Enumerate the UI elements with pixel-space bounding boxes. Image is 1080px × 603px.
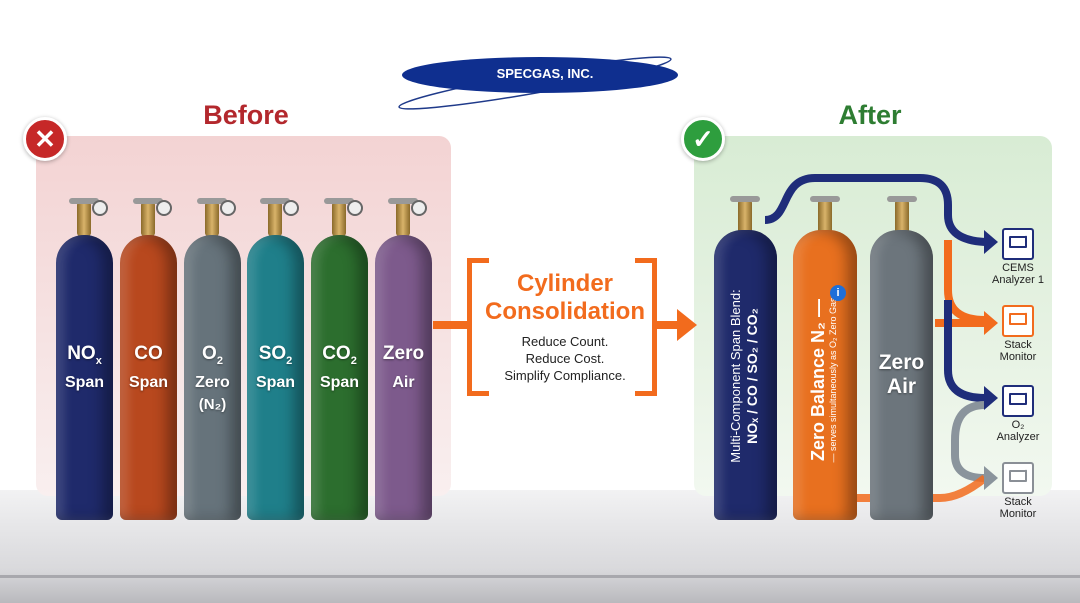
check-icon: ✓ [681, 117, 725, 161]
cylinder-label: (N₂) [198, 395, 227, 413]
cylinder-label: CO [134, 343, 163, 364]
device-label: O₂ [1011, 419, 1025, 431]
valve [388, 198, 418, 236]
middle-line: Reduce Cost. [525, 351, 605, 366]
device-label: Analyzer [996, 431, 1040, 443]
cylinder-label: NO [67, 343, 96, 364]
valve [69, 198, 99, 236]
cylinder-label: CO [322, 343, 351, 364]
specgas-logo [398, 56, 678, 110]
cylinder-label: SO [258, 343, 287, 364]
cylinder-label: Span [128, 373, 169, 391]
input-arrow-line [433, 321, 467, 329]
device-label: Stack [1004, 496, 1032, 508]
gauge [220, 200, 236, 216]
valve [810, 196, 840, 234]
analyzer-device-icon[interactable] [1002, 305, 1034, 337]
device-label: Analyzer 1 [992, 274, 1044, 286]
middle-title-2: Consolidation [485, 298, 645, 325]
cylinder-zero-n2: Zero Balance N₂ — — serves simultaneousl… [793, 230, 857, 520]
valve [887, 196, 917, 234]
analyzer-device-icon[interactable] [1002, 228, 1034, 260]
cylinder: O2 Zero (N₂) [184, 235, 241, 520]
x-icon: ✕ [23, 117, 67, 161]
valve [197, 198, 227, 236]
right-bracket [635, 258, 657, 396]
valve [133, 198, 163, 236]
device-label: CEMS [1002, 262, 1034, 274]
info-icon[interactable]: i [830, 285, 846, 301]
cylinder: CO2 Span [311, 235, 368, 520]
analyzer-device-icon[interactable] [1002, 462, 1034, 494]
cylinder-span-blend: Multi-Component Span Blend: NOₓ / CO / S… [714, 230, 777, 520]
device-label: Monitor [999, 351, 1037, 363]
gauge [283, 200, 299, 216]
after-title: After [838, 100, 902, 130]
cylinder-label: Air [392, 373, 415, 391]
cylinder: Zero Air [375, 235, 432, 520]
valve [324, 198, 354, 236]
cylinder: SO2 Span [247, 235, 304, 520]
cylinder: CO Span [120, 235, 177, 520]
logo-text: SPECGAS, INC. [496, 66, 594, 81]
cylinder-label: Air [886, 375, 917, 398]
cylinder-subscript: 2 [286, 354, 293, 367]
middle-title-1: Cylinder [516, 270, 614, 297]
arrow-right-icon [657, 309, 697, 341]
cylinder-label: NOₓ / CO / SO₂ / CO₂ [744, 308, 760, 444]
cylinder-label: O [202, 343, 217, 364]
valve [730, 196, 760, 234]
gauge [92, 200, 108, 216]
cylinder-subscript: 2 [216, 354, 223, 367]
cylinder-subscript: x [95, 354, 102, 367]
valve [260, 198, 290, 236]
gauge [347, 200, 363, 216]
before-title: Before [203, 100, 289, 130]
cylinder-label: Span [64, 373, 105, 391]
left-bracket [467, 258, 489, 396]
cylinder-subscript: 2 [350, 354, 357, 367]
device-label: Monitor [999, 508, 1037, 520]
cylinder-label: Zero [382, 343, 425, 364]
middle-line: Simplify Compliance. [504, 368, 626, 383]
cylinder: NOx Span [56, 235, 113, 520]
middle-line: Reduce Count. [521, 334, 609, 349]
device-label: Stack [1004, 339, 1032, 351]
cylinder-label: Multi-Component Span Blend: [728, 289, 743, 463]
cylinder-label: Zero [878, 351, 925, 374]
cylinder-label: Zero [195, 373, 230, 391]
cylinder-label: Span [255, 373, 296, 391]
cylinder-label: Zero Balance N₂ — [808, 298, 828, 462]
cylinder-zero-air: Zero Air [870, 230, 933, 520]
gauge [411, 200, 427, 216]
analyzer-device-icon[interactable] [1002, 385, 1034, 417]
cylinder-label: Span [319, 373, 360, 391]
gauge [156, 200, 172, 216]
